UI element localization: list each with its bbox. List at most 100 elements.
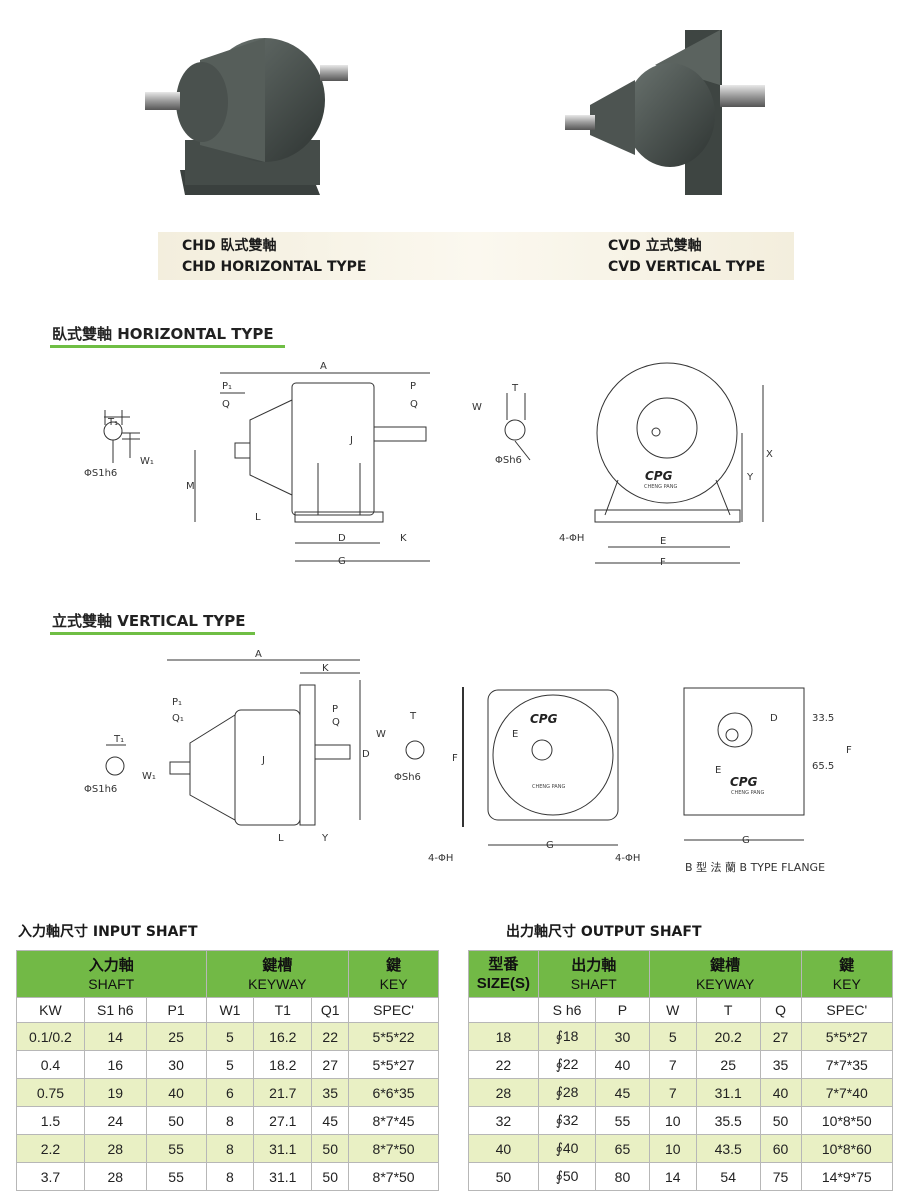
table-cell: 5*5*27 [348,1050,439,1079]
table-cell: ∮22 [537,1050,597,1079]
label-a: A [320,361,327,372]
brand-sub-v2: CHENG PANG [731,790,764,796]
table-cell: 8*7*50 [348,1134,439,1163]
vertical-gearbox-photo [565,30,765,195]
table-cell: S1 h6 [83,997,147,1023]
table-cell: 5*5*22 [348,1022,439,1051]
table-cell: 27 [759,1022,802,1051]
table-cell: 50 [311,1134,350,1163]
table-cell: 27 [311,1050,350,1079]
table-cell: 25 [695,1050,761,1079]
table-cell: P1 [145,997,207,1023]
table-cell: 50 [759,1106,802,1135]
table-cell: ∮40 [537,1134,597,1163]
table-cell: 7*7*40 [800,1078,894,1107]
input-table-title: 入力軸尺寸 INPUT SHAFT [18,924,198,940]
table-cell: ∮28 [537,1078,597,1107]
label-d: D [338,533,346,544]
label-a-v: A [255,649,262,660]
table-cell: 0.1/0.2 [16,1022,85,1051]
table-cell: 55 [145,1134,207,1163]
table-cell: 28 [83,1162,147,1191]
horizontal-gearbox-photo [145,38,348,195]
caption-vertical-cn: CVD 立式雙軸 [608,238,702,254]
table-cell: 18 [468,1022,539,1051]
label-h: 4-ΦH [559,533,584,544]
table-cell: 30 [595,1022,650,1051]
table-cell: 7 [648,1078,697,1107]
label-h-b: 4-ΦH [615,853,640,864]
label-s1-v: ΦS1h6 [84,784,117,795]
label-e: E [660,536,666,547]
label-dim-33: 33.5 [812,713,834,724]
label-e-v1: E [512,729,518,740]
table-cell: 40 [145,1078,207,1107]
label-q-left: Q [222,399,230,410]
caption-band [158,232,794,280]
label-l: L [255,512,261,523]
vertical-dimension-drawing: T₁ W₁ ΦS1h6 A K P₁ Q₁ P Q J D L Y T W ΦS… [84,649,852,874]
table-cell: 0.75 [16,1078,85,1107]
table-cell: 80 [595,1162,650,1191]
label-w1-v: W₁ [142,771,156,782]
table-cell: 35 [759,1050,802,1079]
label-x: X [766,449,773,460]
label-e-b: E [715,765,721,776]
brand-logo: CPG [645,469,673,483]
label-f-v1: F [452,753,458,764]
table-cell: 55 [145,1162,207,1191]
section-underline [50,345,285,348]
table-cell: 30 [145,1050,207,1079]
section-title-horizontal: 臥式雙軸 HORIZONTAL TYPE [52,325,274,343]
table-cell: 7*7*35 [800,1050,894,1079]
table-cell: 20.2 [695,1022,761,1051]
table-cell: 50 [311,1162,350,1191]
table-cell: 8 [205,1162,255,1191]
label-sh6-v: ΦSh6 [394,772,421,783]
table-cell: 18.2 [253,1050,313,1079]
flange-caption: B 型 法 蘭 B TYPE FLANGE [685,860,825,874]
label-p-v: P [332,704,338,715]
table-cell: 35.5 [695,1106,761,1135]
brand-sub-v1: CHENG PANG [532,784,565,790]
table-cell: Q1 [311,997,350,1023]
table-cell: 10 [648,1134,697,1163]
table-cell: 5 [648,1022,697,1051]
table-cell: 8 [205,1106,255,1135]
horizontal-dimension-drawing: T₁ W₁ ΦS1h6 A P₁ Q P Q J M L D K G T W Φ… [84,361,773,568]
table-cell: 5*5*27 [800,1022,894,1051]
label-d-v: D [362,749,370,760]
label-t1-v: T₁ [113,734,124,745]
table-cell: W [648,997,697,1023]
brand-logo-v2: CPG [730,775,758,789]
label-p: P [410,381,416,392]
table-cell: 10*8*60 [800,1134,894,1163]
label-p1: P₁ [222,381,232,392]
table-cell: 54 [695,1162,761,1191]
label-w1: W₁ [140,456,154,467]
table-cell: KW [16,997,85,1023]
table-cell: 14*9*75 [800,1162,894,1191]
table-cell: 0.4 [16,1050,85,1079]
label-d-b: D [770,713,778,724]
table-cell: 3.7 [16,1162,85,1191]
table-cell: 6 [205,1078,255,1107]
table-cell: 40 [468,1134,539,1163]
table-cell: 31.1 [695,1078,761,1107]
label-p1-v: P₁ [172,697,182,708]
label-sh6: ΦSh6 [495,455,522,466]
table-cell: 28 [468,1078,539,1107]
